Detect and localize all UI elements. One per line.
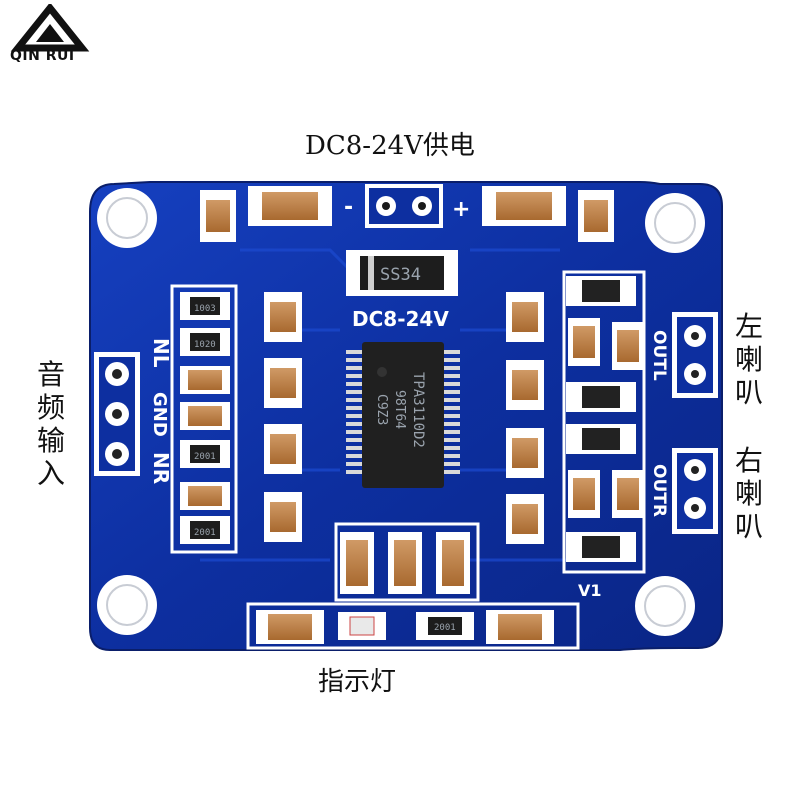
pin-gnd: GND <box>149 392 170 437</box>
resistor-2: 1020 <box>194 340 216 350</box>
left-speaker-label: 左喇叭 <box>734 310 763 410</box>
resistor-1: 1003 <box>194 304 216 314</box>
pin-nr: NR <box>149 452 173 484</box>
input-components <box>170 284 238 554</box>
power-connector <box>365 184 443 228</box>
diode-marking: SS34 <box>380 265 421 285</box>
pin-nl: NL <box>149 338 173 368</box>
silk-version: V1 <box>578 581 602 600</box>
chip-line-3: C9Z3 <box>374 394 389 425</box>
qinrui-logo <box>10 4 90 52</box>
resistor-5: 2001 <box>434 623 456 633</box>
diode-ss34 <box>346 250 458 296</box>
bottom-row-components <box>246 602 580 650</box>
silk-out-right: OUTR <box>649 464 669 517</box>
silk-out-left: OUTL <box>649 330 669 381</box>
resistor-3: 2001 <box>194 452 216 462</box>
mounting-holes <box>97 188 705 636</box>
output-components <box>562 270 646 574</box>
right-speaker-connector <box>672 448 718 534</box>
chip-line-2: 98T64 <box>392 390 407 429</box>
audio-input-label: 音频输入 <box>36 358 65 491</box>
resistor-4: 2001 <box>194 528 216 538</box>
left-cap-column <box>264 292 302 542</box>
indicator-label: 指示灯 <box>318 667 397 697</box>
audio-input-connector <box>94 352 140 476</box>
pin-minus: - <box>344 195 353 220</box>
left-speaker-connector <box>672 312 718 398</box>
silk-dc-voltage: DC8-24V <box>352 307 449 331</box>
logo-text: QIN RUI <box>10 48 75 64</box>
top-capacitors <box>200 186 614 242</box>
power-label: DC8-24V供电 <box>305 131 475 161</box>
pin-plus: + <box>452 197 470 222</box>
right-cap-column <box>506 292 544 544</box>
chip-line-1: TPA3110D2 <box>410 372 426 448</box>
right-speaker-label: 右喇叭 <box>734 444 763 544</box>
bottom-capacitors <box>334 522 480 602</box>
amplifier-chip <box>346 342 460 488</box>
